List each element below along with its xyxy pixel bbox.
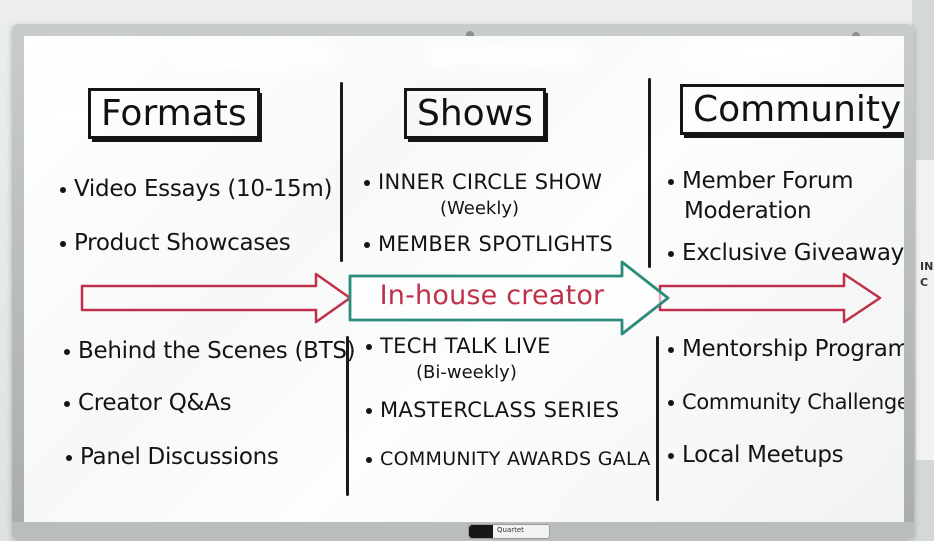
bullet-icon (66, 454, 72, 461)
list-item-label: Behind the Scenes (BTS) (78, 338, 356, 364)
list-item: INNER CIRCLE SHOW (364, 170, 602, 194)
list-item-label: MASTERCLASS SERIES (380, 398, 620, 422)
list-item: Behind the Scenes (BTS) (64, 338, 356, 364)
list-item: Local Meetups (668, 442, 844, 468)
bullet-icon (668, 250, 674, 257)
list-item-label: Exclusive Giveaways (682, 240, 904, 266)
banner-label: In-house creator (379, 280, 605, 311)
red-arrow-right (658, 272, 882, 324)
wall-sign-text-1: IN (920, 260, 934, 273)
teal-arrow-center (348, 260, 670, 336)
bullet-icon (60, 186, 66, 193)
list-item: TECH TALK LIVE (366, 334, 551, 358)
red-arrow-left (80, 272, 352, 324)
light-reflection (44, 106, 104, 130)
marker-brand: Quartet (497, 526, 524, 534)
marker-pen[interactable]: Quartet (468, 524, 550, 539)
whiteboard: Formats Shows Community Video Essays (10… (24, 36, 904, 526)
light-reflection (684, 42, 844, 66)
list-item-note: (Bi-weekly) (416, 362, 517, 383)
bullet-icon (364, 242, 370, 248)
light-reflection (824, 111, 884, 135)
community-header: Community (680, 84, 904, 136)
bullet-icon (64, 348, 70, 355)
bullet-icon (668, 452, 674, 459)
list-item-label: Creator Q&As (78, 390, 232, 416)
list-item: Panel Discussions (66, 444, 279, 470)
formats-header: Formats (88, 88, 260, 140)
bullet-icon (366, 456, 372, 463)
bullet-icon (64, 400, 70, 407)
bullet-icon (366, 344, 372, 350)
bullet-icon (366, 408, 372, 414)
list-item: Video Essays (10-15m) (60, 176, 332, 202)
column-divider (346, 336, 349, 496)
list-item: COMMUNITY AWARDS GALA (366, 448, 651, 470)
list-item: Creator Q&As (64, 390, 232, 416)
list-item: Member Forum (668, 168, 854, 194)
column-divider (656, 336, 659, 501)
shows-header: Shows (404, 88, 546, 140)
bullet-icon (364, 180, 370, 186)
list-item-label: Video Essays (10-15m) (74, 176, 333, 202)
list-item-label: TECH TALK LIVE (380, 334, 551, 358)
wall-sign: IN C (916, 160, 934, 460)
list-item-label: Product Showcases (74, 230, 291, 256)
list-item-continuation: Moderation (684, 198, 812, 224)
list-item-label: Local Meetups (682, 442, 844, 468)
list-item-label: Community Challenges (682, 390, 904, 414)
bullet-icon (668, 178, 674, 185)
wall-right-edge: IN C (912, 0, 934, 541)
list-item: Product Showcases (60, 230, 291, 256)
list-item-label: Mentorship Programs (682, 336, 904, 362)
list-item-label: Member Forum (682, 168, 854, 194)
light-reflection (174, 44, 334, 68)
bullet-icon (668, 346, 674, 353)
bullet-icon (60, 240, 66, 247)
light-reflection (424, 42, 584, 66)
column-divider (648, 78, 651, 268)
list-item-label: MEMBER SPOTLIGHTS (378, 232, 614, 256)
marker-cap (469, 525, 493, 538)
list-item-note: (Weekly) (440, 198, 520, 219)
list-item-label: INNER CIRCLE SHOW (378, 170, 603, 194)
list-item: MEMBER SPOTLIGHTS (364, 232, 613, 256)
column-divider (340, 82, 343, 262)
marker-tray (12, 522, 914, 539)
list-item-label: COMMUNITY AWARDS GALA (380, 448, 651, 470)
list-item: Mentorship Programs (668, 336, 904, 362)
bullet-icon (668, 400, 674, 406)
list-item: Community Challenges (668, 390, 904, 414)
frame-screw (466, 31, 474, 39)
banner-arrows (80, 260, 882, 336)
list-item: Exclusive Giveaways (668, 240, 904, 266)
wall-sign-text-2: C (920, 276, 929, 289)
list-item-label: Panel Discussions (80, 444, 279, 470)
list-item: MASTERCLASS SERIES (366, 398, 619, 422)
